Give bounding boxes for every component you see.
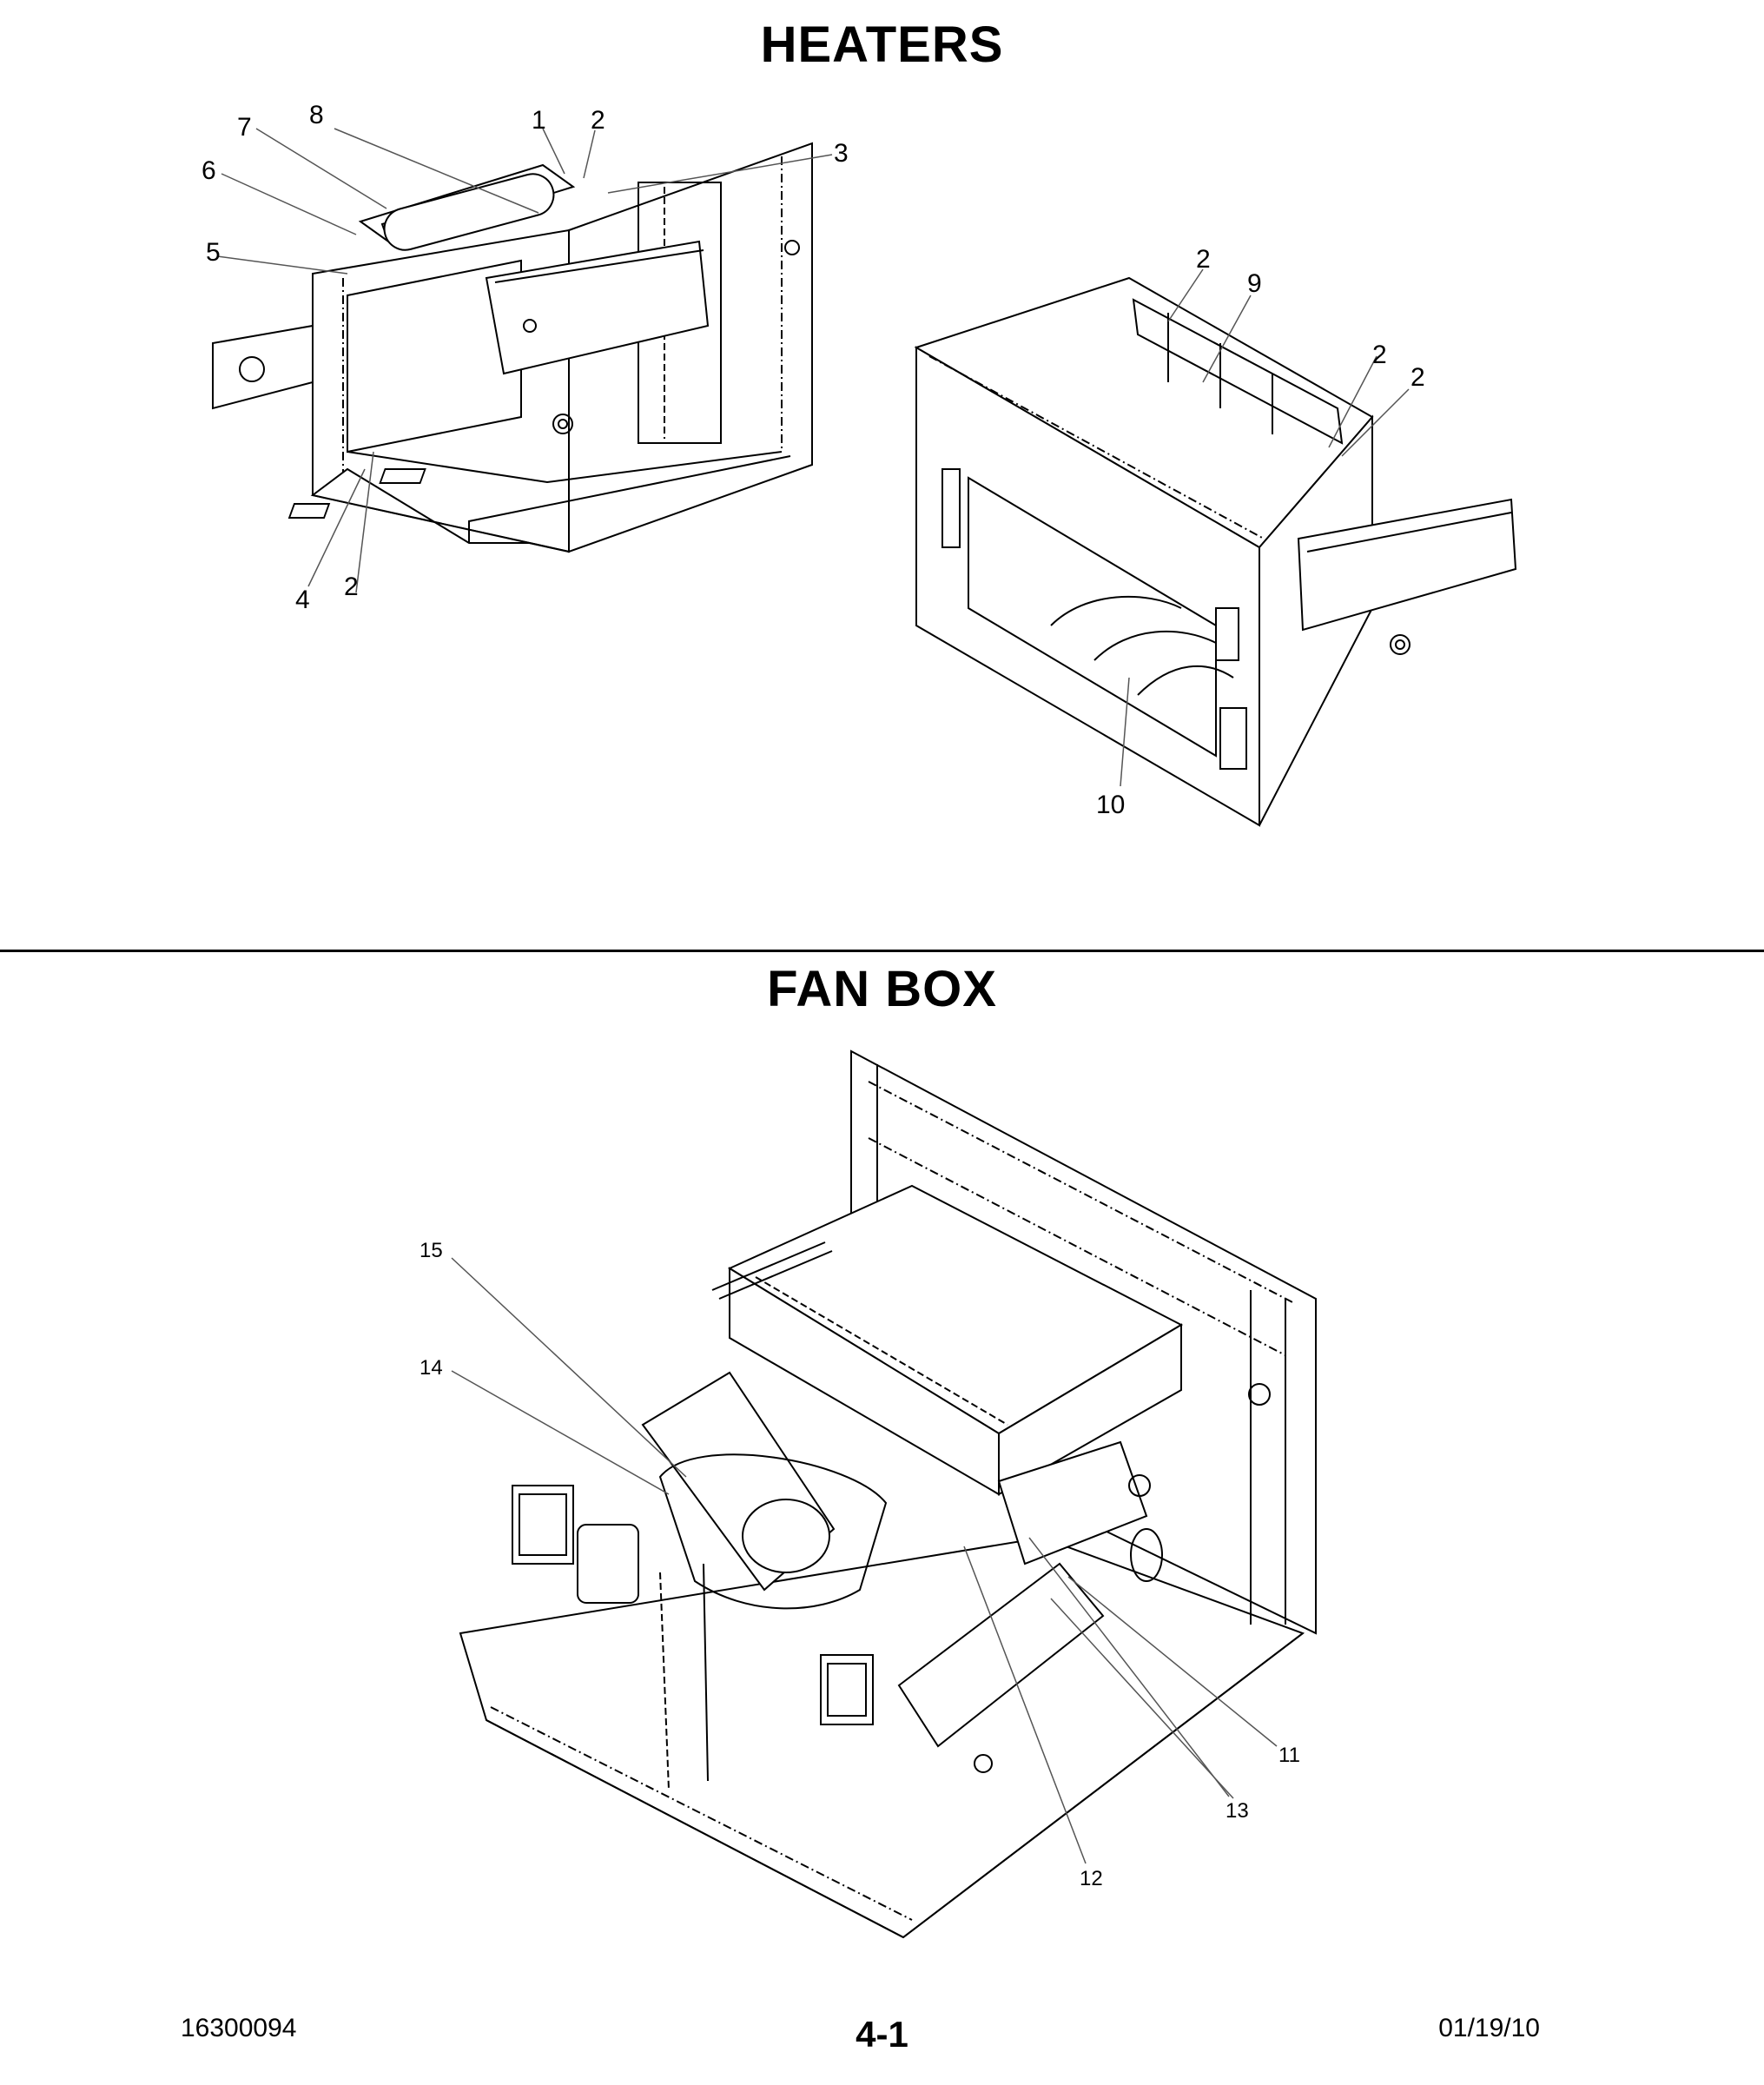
heater-left-leaders (216, 128, 833, 593)
fan-box-assembly (459, 1049, 1317, 1939)
callout-1: 1 (532, 106, 546, 135)
callout-2c: 2 (1196, 245, 1211, 274)
callout-14: 14 (420, 1356, 443, 1380)
callout-10: 10 (1096, 791, 1125, 819)
heater-assembly-right (914, 276, 1517, 827)
callout-13: 13 (1226, 1799, 1249, 1823)
fan-box-callouts: 11 12 13 14 15 (420, 1239, 1300, 1890)
callout-2: 2 (591, 106, 605, 135)
callout-2e: 2 (1411, 363, 1425, 392)
callout-3: 3 (834, 139, 849, 168)
document-number: 16300094 (181, 2014, 297, 2042)
callout-5: 5 (206, 238, 221, 267)
fan-box-leaders (451, 1257, 1278, 1864)
callout-4: 4 (295, 586, 310, 614)
callout-6: 6 (202, 156, 216, 185)
callout-7: 7 (237, 113, 252, 142)
callout-12: 12 (1080, 1867, 1103, 1890)
callout-9: 9 (1247, 269, 1262, 298)
page-number: 4-1 (856, 2014, 908, 2055)
heater-right-leaders (1120, 268, 1410, 787)
callout-8: 8 (309, 101, 324, 129)
callout-15: 15 (420, 1239, 443, 1262)
fan-box-title: FAN BOX (767, 961, 997, 1017)
heaters-title: HEATERS (760, 17, 1004, 73)
heater-callouts: 1 2 3 4 5 6 7 8 2 2 9 2 2 10 (202, 101, 1425, 819)
callout-11: 11 (1278, 1744, 1300, 1767)
callout-2d: 2 (1372, 341, 1387, 369)
heaters-drawings: 1 2 3 4 5 6 7 8 2 2 9 2 2 10 (202, 101, 1517, 827)
heater-assembly-left (212, 142, 813, 553)
document-date: 01/19/10 (1438, 2014, 1540, 2042)
callout-2b: 2 (344, 573, 359, 601)
section-divider (0, 950, 1764, 952)
